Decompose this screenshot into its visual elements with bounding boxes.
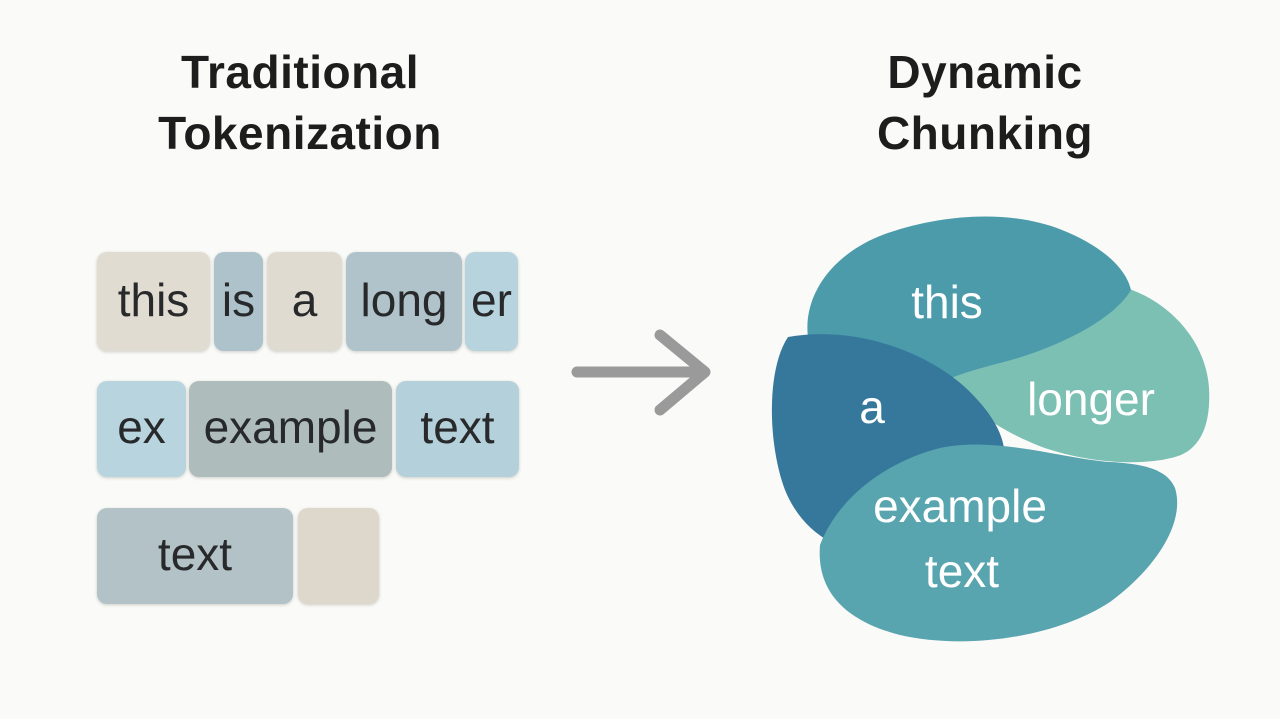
token-long: long — [346, 252, 462, 351]
chunk-label-example: example — [873, 480, 1047, 532]
token-er-label: er — [471, 273, 512, 326]
chunk-label-this: this — [911, 276, 983, 328]
token-text-2: text — [97, 508, 293, 604]
right-panel-title: Dynamic Chunking — [760, 42, 1210, 164]
token-ex: ex — [97, 381, 186, 477]
token-ex-label: ex — [117, 401, 166, 453]
chunk-blob: this a longer example text — [771, 216, 1210, 642]
token-is-label: is — [221, 273, 256, 326]
right-arrow-icon — [571, 329, 711, 416]
token-this-label: this — [117, 273, 190, 326]
left-title-line2: Tokenization — [158, 107, 442, 160]
left-title-line1: Traditional — [180, 46, 420, 98]
token-text-2-label: text — [157, 528, 233, 580]
token-this: this — [97, 252, 210, 351]
chunk-label-longer: longer — [1027, 373, 1155, 425]
chunk-label-a: a — [859, 381, 885, 433]
token-text-1: text — [396, 381, 519, 477]
token-a: a — [267, 252, 342, 351]
token-er: er — [465, 252, 518, 351]
chunk-region-example-text — [819, 444, 1178, 642]
token-a-label: a — [291, 273, 318, 326]
chunk-label-example-text: text — [925, 545, 999, 597]
arrow-strokes — [571, 329, 711, 416]
arrow-head — [654, 329, 711, 416]
token-is: is — [214, 252, 263, 351]
right-title-line1: Dynamic — [887, 46, 1083, 98]
left-panel-title: Traditional Tokenization — [40, 42, 560, 164]
token-long-label: long — [360, 273, 448, 326]
token-empty — [298, 508, 379, 604]
right-title-line2: Chunking — [876, 107, 1094, 160]
token-example: example — [189, 381, 392, 477]
token-example-label: example — [203, 401, 378, 453]
token-text-1-label: text — [420, 401, 495, 453]
